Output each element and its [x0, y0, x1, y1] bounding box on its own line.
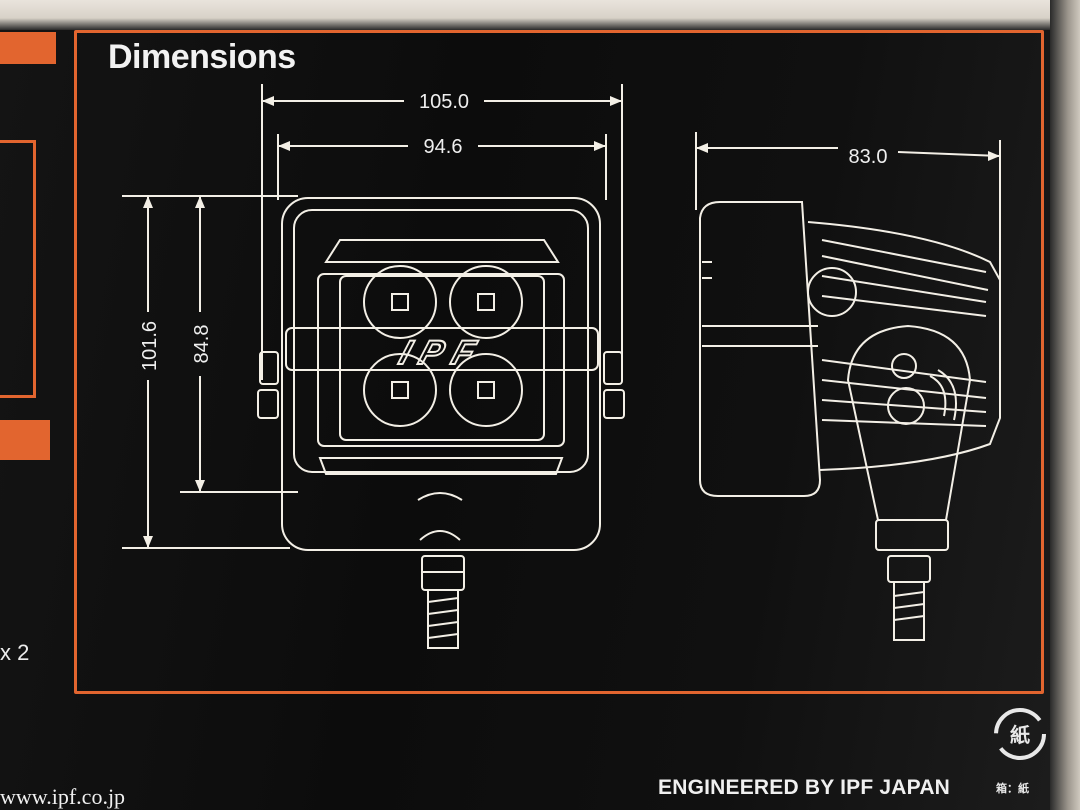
dimensions-panel-frame — [74, 30, 1044, 694]
recycle-label: 箱：紙 — [996, 783, 1029, 795]
cardboard-top-edge — [0, 0, 1080, 30]
dim-body-height: 84.8 — [191, 325, 213, 364]
engineered-by-text: ENGINEERED BY IPF JAPAN — [658, 776, 951, 799]
recycle-icon: 紙 — [990, 704, 1050, 764]
left-edge-text: x 2 — [0, 640, 30, 665]
page-title: Dimensions — [108, 38, 296, 76]
website-url: www.ipf.co.jp — [0, 784, 126, 809]
cardboard-right-edge — [1050, 0, 1080, 810]
recycle-mark: 紙 — [1010, 723, 1030, 747]
left-orange-tab-top — [0, 32, 56, 64]
dim-overall-width: 105.0 — [419, 91, 469, 113]
dim-body-width: 94.6 — [424, 136, 463, 158]
left-orange-outline-box — [0, 140, 36, 398]
dim-overall-height: 101.6 — [139, 321, 161, 371]
ipf-logo: IPF — [395, 334, 490, 372]
left-orange-tab-middle — [0, 420, 50, 460]
dim-side-depth: 83.0 — [849, 146, 888, 168]
